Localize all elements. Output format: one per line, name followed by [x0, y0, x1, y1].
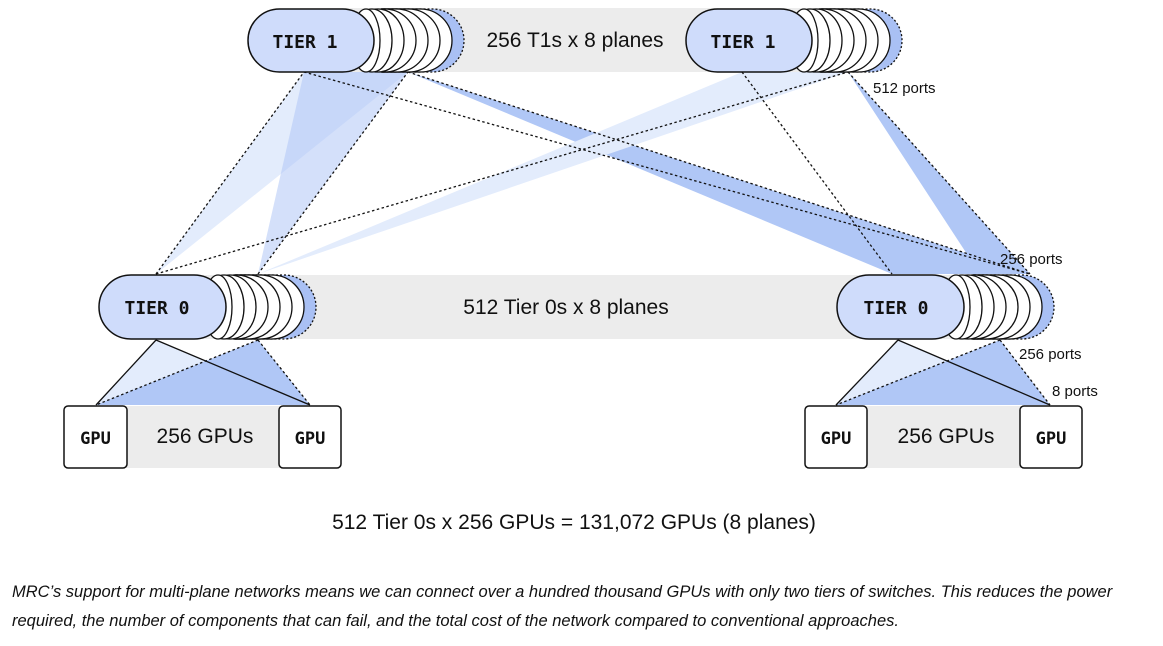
fan-t0left-gpus-dark [96, 340, 310, 405]
gpu-box-right-2 [1019, 405, 1083, 469]
gpu-count-equation: 512 Tier 0s x 256 GPUs = 131,072 GPUs (8… [332, 511, 816, 534]
gpu-band-right [836, 406, 1052, 468]
tier1-right-switch [685, 8, 903, 73]
tier0-right-switch [836, 274, 1055, 340]
dotted-links [95, 71, 1051, 406]
gpu-ports-label: 8 ports [1052, 383, 1098, 400]
gpu-box-right-2-label: GPU [1036, 429, 1067, 449]
gpu-box-left-2 [278, 405, 342, 469]
fan-t1right-t0left [258, 72, 848, 274]
gpu-band-right-label: 256 GPUs [898, 425, 995, 448]
solid-links [95, 339, 1051, 406]
gpu-band-left [96, 406, 312, 468]
tier1-ports-label: 512 ports [873, 80, 936, 97]
tier1-left-switch [247, 8, 465, 73]
tier0-band-label: 512 Tier 0s x 8 planes [463, 296, 668, 319]
gpu-band-left-label: 256 GPUs [157, 425, 254, 448]
gpu-box-left-1 [63, 405, 128, 469]
tier1-right-label: TIER 1 [710, 32, 775, 53]
gpu-box-right-1 [804, 405, 868, 469]
figure-caption: MRC’s support for multi-plane networks m… [12, 583, 1113, 630]
tier0-right-label: TIER 0 [863, 298, 928, 319]
tier0-left-switch [98, 274, 317, 340]
network-diagram: TIER 1 TIER 1 256 T1s x 8 planes 512 por… [63, 8, 1098, 534]
tier1-left-label: TIER 1 [272, 32, 337, 53]
tier0-left-label: TIER 0 [124, 298, 189, 319]
gpu-box-right-1-label: GPU [821, 429, 852, 449]
tier0-downlink-ports-label: 256 ports [1019, 346, 1082, 363]
gpu-box-left-2-label: GPU [295, 429, 326, 449]
fan-t0right-gpus-dark [836, 340, 1050, 405]
gpu-box-left-1-label: GPU [80, 429, 111, 449]
tier0-uplink-ports-label: 256 ports [1000, 251, 1063, 268]
tier1-band-label: 256 T1s x 8 planes [486, 29, 663, 52]
